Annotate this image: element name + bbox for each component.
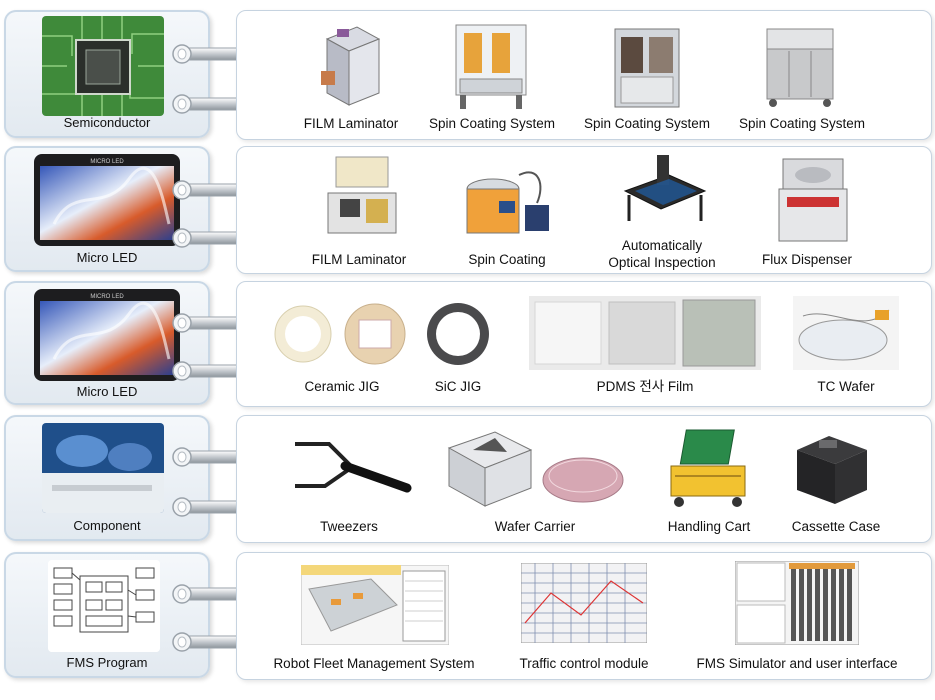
product-item: FILM Laminator [311,252,407,267]
product-item: Spin Coating System [583,116,711,131]
micro-led-display-image: MICRO LED [34,289,180,381]
category-card-fms: FMS Program [4,552,210,678]
semiconductor-chip-image [42,16,164,116]
spin-coating-system-image [455,24,527,109]
category-label: Component [73,518,141,533]
pdms-film-image [529,296,761,370]
product-item: Ceramic JIG [304,379,380,394]
product-panel-semiconductor: FILM Laminator Spin Coating System Spin … [236,10,932,140]
ceramic-jig-image [274,303,406,365]
product-item: Automatically Optical Inspection [608,238,716,270]
product-item: Wafer Carrier [494,519,576,534]
product-item: Traffic control module [519,656,649,671]
product-item: Spin Coating System [428,116,556,131]
category-card-semiconductor: Semiconductor [4,10,210,138]
row-micro-led-equipment: MICRO LED Micro LED FILM Laminator Spin … [0,146,935,276]
tc-wafer-image [793,296,899,370]
handling-cart-image [670,429,746,507]
product-item: SiC JIG [434,379,482,394]
product-item: Flux Dispenser [761,252,853,267]
product-item: Cassette Case [791,519,881,534]
traffic-control-screen-image [521,563,647,643]
product-item: PDMS 전사 Film [596,379,694,394]
row-micro-led-jig: MICRO LED Micro LED Ceramic JIG SiC JIG [0,281,935,409]
brand-label: MICRO LED [90,294,124,300]
product-panel-component: Tweezers Wafer Carrier Handling Cart [236,415,932,543]
wafer-carrier-image [447,431,624,507]
product-item: Tweezers [320,519,378,534]
cassette-case-image [797,436,867,504]
row-component: Component Tweezers Wafer Carrier [0,415,935,543]
category-label: Semiconductor [63,115,151,130]
robot-fleet-screen-image [301,565,449,645]
category-label: FMS Program [66,655,148,670]
spin-coating-image [466,171,549,234]
category-label: Micro LED [76,250,138,265]
product-item: Handling Cart [667,519,751,534]
product-panel-micro-led: FILM Laminator Spin Coating Automaticall… [236,146,932,274]
film-laminator-image [327,156,397,234]
fms-simulator-screen-image [735,561,859,645]
category-card-micro-led: MICRO LED Micro LED [4,281,210,405]
row-semiconductor: Semiconductor FILM Laminator Spin Coatin… [0,10,935,140]
spin-coating-system-image [614,28,680,108]
category-label: Micro LED [76,384,138,399]
flux-dispenser-image [778,158,848,242]
component-image [42,423,164,513]
product-item: Spin Coating System [738,116,866,131]
fms-diagram-image [48,560,160,652]
tweezers-image [295,442,412,493]
film-laminator-image [321,26,381,106]
product-item: FILM Laminator [303,116,399,131]
category-card-component: Component [4,415,210,541]
product-item: Spin Coating [468,252,546,267]
row-fms-program: FMS Program Robot Fleet Management Syste… [0,552,935,682]
product-item: TC Wafer [817,379,875,394]
product-item: FMS Simulator and user interface [696,656,898,671]
category-card-micro-led: MICRO LED Micro LED [4,146,210,272]
micro-led-display-image: MICRO LED [34,154,180,246]
optical-inspection-image [623,155,707,221]
brand-label: MICRO LED [90,159,124,165]
spin-coating-system-image [766,28,834,107]
product-panel-jig: Ceramic JIG SiC JIG PDMS 전사 Film TC Wafe… [236,281,932,407]
sic-jig-image [427,303,489,365]
product-panel-fms: Robot Fleet Management System Traffic co… [236,552,932,680]
product-item: Robot Fleet Management System [273,656,475,671]
